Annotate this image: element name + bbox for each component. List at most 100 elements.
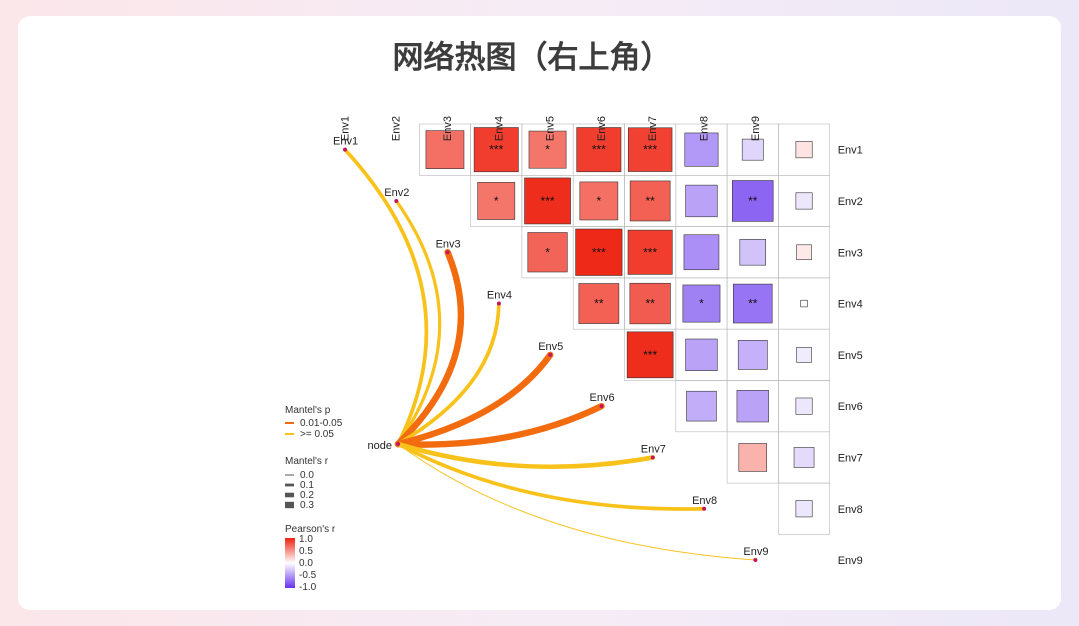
row-label: Env2 (838, 196, 863, 208)
column-label: Env3 (442, 116, 454, 141)
legend-r-label: 0.0 (300, 470, 314, 481)
significance-label: ** (748, 297, 758, 311)
mantel-link (394, 199, 442, 446)
column-label: Env1 (339, 116, 351, 141)
significance-label: * (494, 194, 499, 208)
mantel-link (396, 442, 706, 511)
legend-pearson-tick: 0.5 (299, 546, 313, 557)
legend-mantel-r-title: Mantel's r (285, 456, 329, 467)
heatmap-cell (524, 177, 571, 225)
heatmap-cell (685, 184, 718, 218)
significance-label: * (545, 245, 550, 259)
heatmap-cell (736, 390, 769, 423)
legend-pearson-title: Pearson's r (285, 524, 336, 535)
row-label: Env7 (838, 452, 863, 464)
heatmap-cell (732, 283, 773, 324)
heatmap-cell (796, 347, 812, 363)
heatmap-cell (732, 180, 774, 222)
link-endpoint (445, 250, 450, 255)
node-point (395, 441, 401, 447)
heatmap-cell (739, 239, 766, 266)
heatmap-cell (685, 338, 718, 371)
link-target-label: Env8 (692, 495, 717, 507)
significance-label: * (597, 194, 602, 208)
mantel-link (396, 301, 501, 446)
row-label: Env8 (838, 504, 863, 516)
link-target-label: Env7 (641, 443, 666, 455)
heatmap-cells: ************************************ (425, 127, 815, 518)
legend-p-label: 0.01-0.05 (300, 418, 343, 429)
heatmap-cell (576, 127, 622, 173)
heatmap-cell (629, 180, 671, 222)
link-target-label: Env1 (333, 136, 358, 148)
mantel-link (395, 441, 656, 470)
heatmap-cell (578, 283, 620, 324)
row-label: Env9 (838, 555, 863, 567)
heatmap-cell (795, 141, 813, 159)
heatmap-cell (737, 340, 768, 370)
heatmap-cell (686, 390, 717, 422)
heatmap-cell (528, 130, 567, 169)
significance-label: *** (643, 348, 657, 362)
heatmap-cell (800, 299, 808, 308)
column-label: Env9 (750, 116, 762, 141)
link-target-label: Env3 (436, 238, 461, 250)
mantel-link (394, 249, 465, 448)
heatmap-cell (425, 130, 465, 169)
significance-label: *** (592, 143, 606, 157)
significance-label: *** (541, 194, 555, 208)
heatmap-cell (683, 234, 720, 271)
mantel-link (394, 351, 554, 448)
heatmap-cell (796, 244, 812, 261)
mantel-link (394, 402, 605, 448)
row-label: Env3 (838, 247, 863, 259)
heatmap-cell (627, 229, 673, 275)
significance-label: * (545, 143, 550, 157)
significance-label: *** (592, 245, 606, 259)
heatmap-cell (795, 500, 813, 518)
link-endpoint (496, 301, 501, 306)
legend-p-label: >= 0.05 (300, 429, 334, 440)
heatmap-cell (626, 331, 674, 379)
legend-pearson-tick: -0.5 (299, 570, 317, 581)
significance-label: ** (748, 194, 758, 208)
grid-cell (778, 482, 831, 535)
link-endpoint (343, 147, 347, 152)
legend-r-label: 0.1 (300, 480, 314, 491)
heatmap-cell (682, 284, 721, 323)
significance-label: *** (489, 143, 503, 157)
row-label: Env4 (838, 299, 863, 311)
link-endpoint (753, 558, 758, 563)
legend-pearson-tick: 1.0 (299, 534, 313, 545)
link-endpoint (599, 404, 604, 409)
heatmap-cell (629, 282, 671, 325)
heatmap-cell (738, 443, 768, 472)
heatmap-cell (579, 181, 619, 221)
heatmap-cell (741, 138, 764, 161)
row-label: Env6 (838, 401, 863, 413)
legend-r-label: 0.2 (300, 490, 314, 501)
mantel-link (343, 147, 429, 446)
chart-card (18, 16, 1061, 610)
link-target-label: Env2 (384, 187, 409, 199)
chart-title: 网络热图（右上角） (393, 40, 672, 76)
column-label: Env7 (647, 116, 659, 141)
node-label: node (368, 440, 392, 452)
column-label: Env8 (698, 116, 710, 141)
significance-label: ** (594, 297, 604, 311)
legend-r-label: 0.3 (300, 500, 314, 511)
column-label: Env6 (596, 116, 608, 141)
link-target-label: Env4 (487, 290, 512, 302)
column-label: Env5 (545, 116, 557, 141)
link-target-label: Env5 (538, 341, 563, 353)
heatmap-cell (627, 127, 673, 172)
significance-label: *** (643, 245, 657, 259)
link-target-label: Env9 (743, 546, 768, 558)
significance-label: ** (645, 297, 655, 311)
link-endpoint (394, 198, 399, 203)
heatmap-cell (575, 228, 623, 276)
legend-pearson-tick: -1.0 (299, 582, 317, 593)
